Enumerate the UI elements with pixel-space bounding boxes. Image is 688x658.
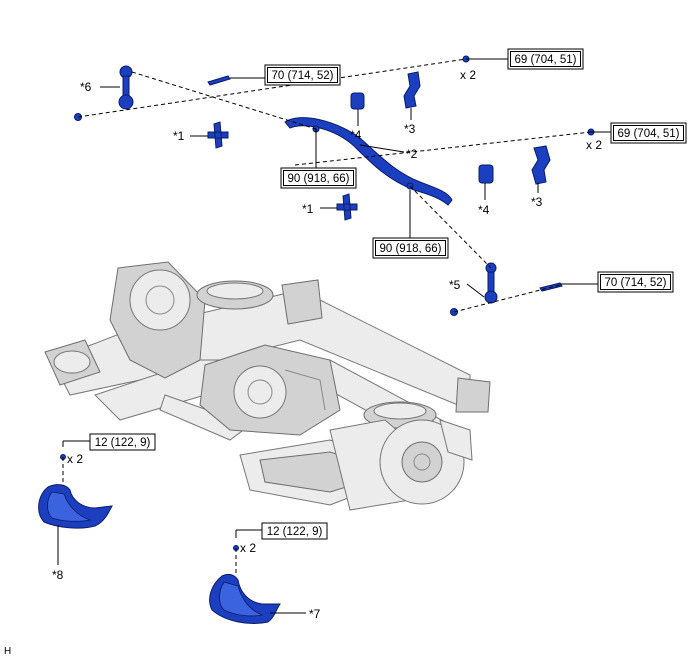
svg-text:69 (704, 51): 69 (704, 51) xyxy=(617,128,679,140)
callout-label: *3 xyxy=(404,122,416,136)
svg-text:90 (918, 66): 90 (918, 66) xyxy=(379,243,441,255)
qty-mark: x 2 xyxy=(240,541,256,555)
stabilizer-bar xyxy=(284,117,453,206)
torque-spec-t7: 12 (122, 9) xyxy=(89,433,156,451)
svg-text:69 (704, 51): 69 (704, 51) xyxy=(514,54,576,66)
alignment-lines xyxy=(62,58,592,574)
svg-text:90 (918, 66): 90 (918, 66) xyxy=(287,173,349,185)
torque-spec-t3: 90 (918, 66) xyxy=(280,167,357,189)
stabilizer-bracket-upper xyxy=(403,71,421,109)
torque-spec-t1: 70 (714, 52) xyxy=(264,64,341,86)
suspension-cover-left-highlight xyxy=(47,491,92,522)
corner-letter: H xyxy=(4,646,11,657)
callout-label: *8 xyxy=(52,568,64,582)
stabilizer-link-upper xyxy=(118,65,134,110)
callout-label: *1 xyxy=(173,129,185,143)
callout-label: *2 xyxy=(406,147,418,161)
bolt-upper xyxy=(207,75,231,86)
stabilizer-holder-upper xyxy=(207,121,229,149)
stabilizer-bushing-upper xyxy=(350,92,365,110)
qty-mark: x 2 xyxy=(67,452,83,466)
torque-spec-t5: 90 (918, 66) xyxy=(372,237,449,259)
suspension-cover-right-highlight xyxy=(219,581,264,617)
torque-spec-t6: 70 (714, 52) xyxy=(597,271,674,293)
torque-spec-t4: 69 (704, 51) xyxy=(610,122,687,144)
svg-text:70 (714, 52): 70 (714, 52) xyxy=(604,277,666,289)
stabilizer-bracket-lower xyxy=(531,145,551,185)
torque-spec-t8: 12 (122, 9) xyxy=(261,522,328,540)
stabilizer-link-lower xyxy=(484,262,498,304)
rear-suspension-member xyxy=(44,261,491,511)
svg-text:12 (122, 9): 12 (122, 9) xyxy=(95,437,151,449)
svg-text:70 (714, 52): 70 (714, 52) xyxy=(271,70,333,82)
callout-label: *4 xyxy=(350,128,362,142)
qty-mark: x 2 xyxy=(586,138,602,152)
callout-label: *6 xyxy=(80,80,92,94)
qty-mark: x 2 xyxy=(460,68,476,82)
stabilizer-holder-lower xyxy=(336,193,358,221)
stabilizer-bushing-lower xyxy=(478,164,494,184)
torque-spec-t2: 69 (704, 51) xyxy=(507,48,584,70)
callout-label: *7 xyxy=(309,607,321,621)
callout-label: *1 xyxy=(302,202,314,216)
svg-text:12 (122, 9): 12 (122, 9) xyxy=(267,526,323,538)
leader-lines xyxy=(57,58,611,614)
callout-label: *4 xyxy=(478,203,490,217)
callout-label: *5 xyxy=(449,278,461,292)
callout-label: *3 xyxy=(531,195,543,209)
